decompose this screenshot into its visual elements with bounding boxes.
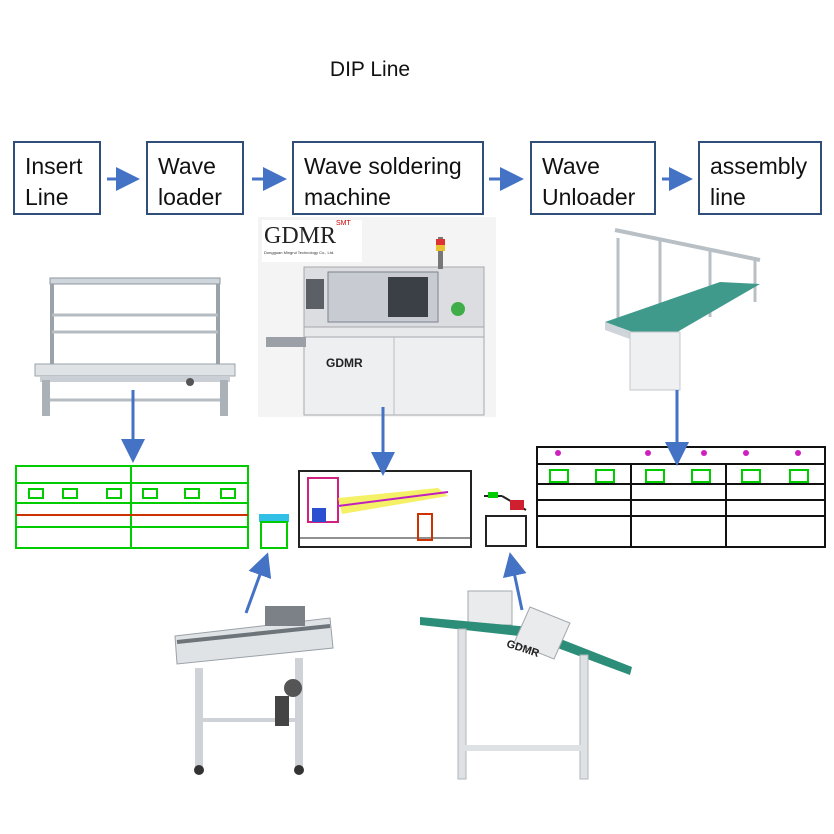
step-wave-soldering-machine: Wave soldering machine [292, 141, 484, 215]
diagram-title: DIP Line [329, 58, 411, 81]
soldering-machine-label: GDMR [326, 356, 363, 370]
step-assembly-line: assembly line [698, 141, 822, 215]
gdmr-logo: GDMR SMT Dongguan Mingrui Technology Co.… [262, 220, 362, 262]
step-label-line2: machine [304, 184, 391, 210]
step-insert-line: Insert Line [13, 141, 101, 215]
wave-soldering-machine-photo [258, 217, 496, 417]
wave-unloader-photo [420, 590, 632, 780]
step-wave-unloader: Wave Unloader [530, 141, 656, 215]
step-label-line1: Insert [25, 153, 83, 179]
assembly-line-photo [605, 228, 761, 391]
logo-sup: SMT [336, 220, 351, 227]
wave-unloader-cad [484, 492, 527, 547]
insert-line-photo [34, 277, 236, 416]
step-label-line2: Unloader [542, 184, 636, 210]
step-label-line2: loader [158, 184, 222, 210]
step-label-line1: Wave [542, 153, 600, 179]
step-label-line1: Wave soldering [304, 153, 462, 179]
step-label-line1: Wave [158, 153, 216, 179]
logo-brand: GDMR [264, 223, 337, 249]
arrow-loader-photo-to-cad [244, 552, 272, 614]
wave-loader-photo [174, 606, 334, 775]
insert-line-cad [15, 465, 249, 549]
wave-soldering-cad [298, 470, 472, 548]
step-label-line2: Line [25, 184, 69, 210]
step-label-line2: line [710, 184, 746, 210]
arrow-unloader-photo-to-cad [502, 552, 527, 611]
logo-company: Dongguan Mingrui Technology Co., Ltd. [264, 250, 335, 255]
step-wave-loader: Wave loader [146, 141, 244, 215]
wave-loader-cad [259, 514, 289, 549]
step-label-line1: assembly [710, 153, 808, 179]
